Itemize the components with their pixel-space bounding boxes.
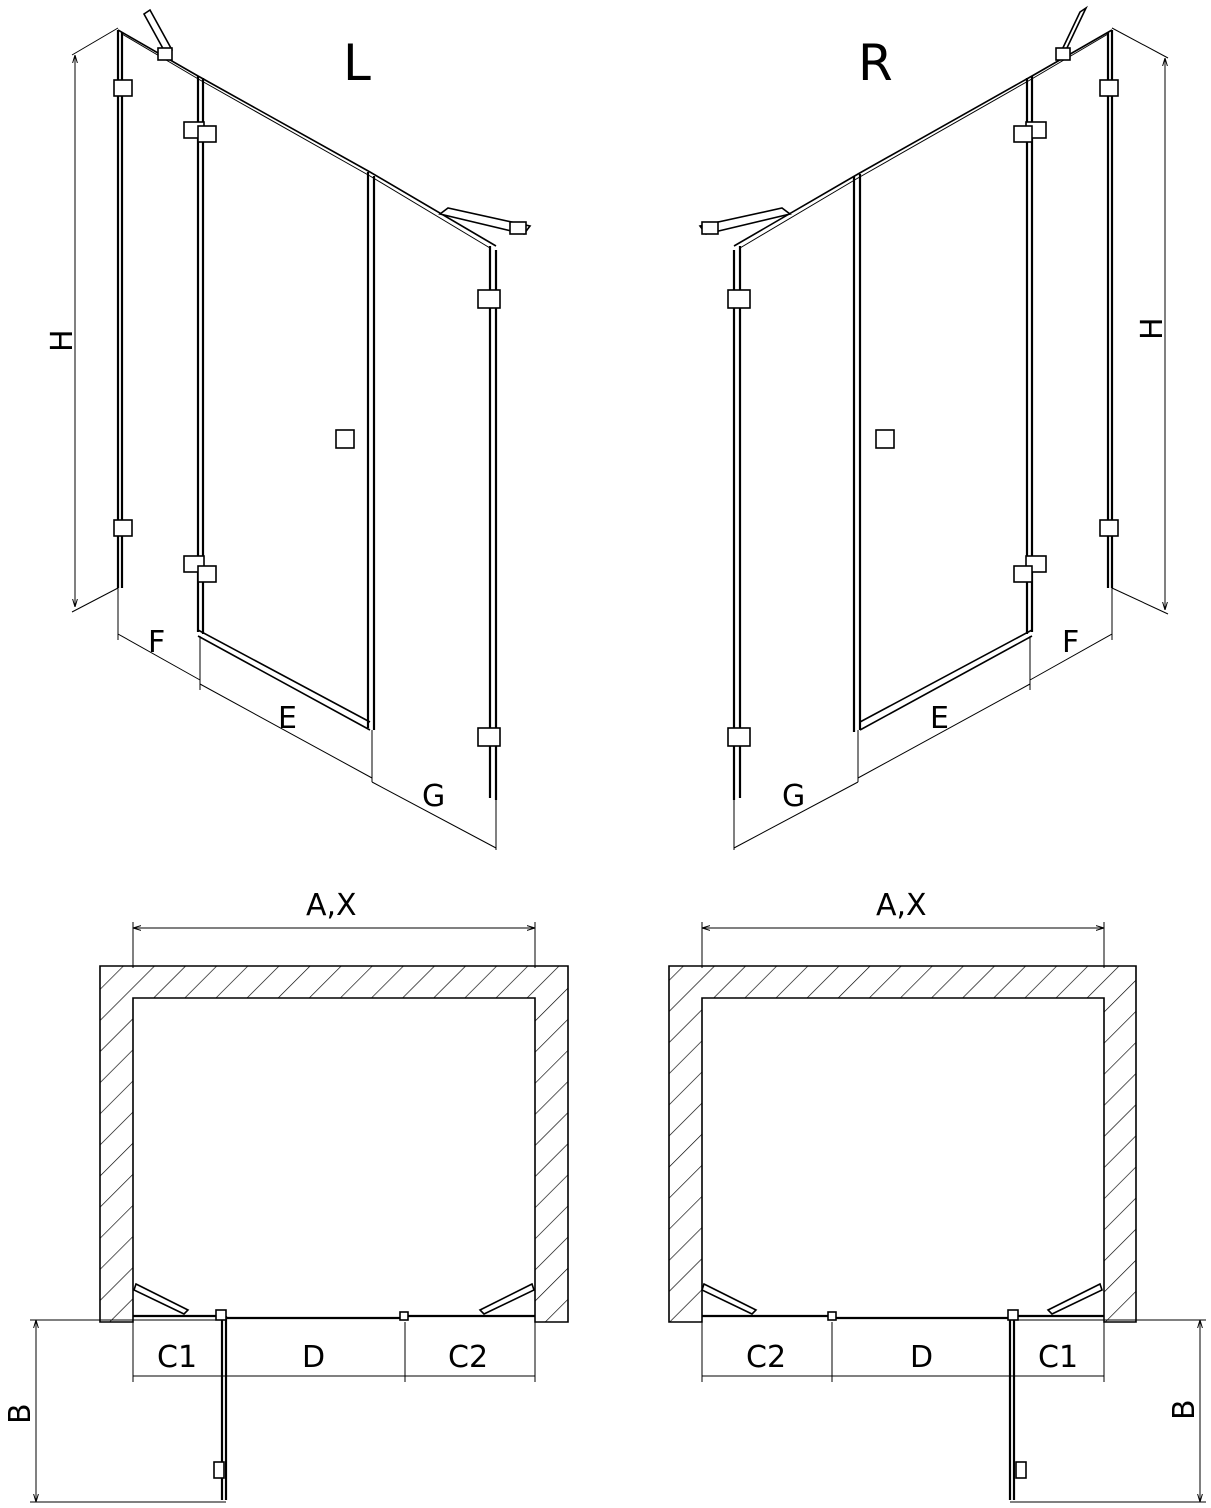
depth-label: B [1167, 1399, 1202, 1420]
stabilizer-clamp [1055, 47, 1071, 61]
panel-f-label: F [1062, 625, 1079, 660]
variant-label: L [343, 34, 371, 92]
stabilizer-bar [133, 1282, 190, 1315]
segment-label: C1 [1038, 1340, 1078, 1375]
wall-bracket [113, 519, 133, 537]
segment-label: C1 [157, 1340, 197, 1375]
height-label: H [1135, 317, 1170, 340]
height-label: H [45, 329, 80, 352]
stabilizer-clamp [509, 221, 527, 235]
side-panel-f [116, 30, 124, 588]
wall-bracket [727, 289, 751, 309]
door-handle [1015, 1461, 1027, 1479]
glass-line [133, 1314, 535, 1320]
width-label: A,X [306, 888, 357, 923]
stabilizer-bar [701, 1282, 758, 1315]
side-panel-f [1106, 30, 1114, 588]
wall-bracket [727, 727, 751, 747]
iso-view-left: L H F E G [45, 8, 532, 850]
side-panel-g [732, 246, 742, 800]
hinge [197, 125, 217, 143]
top-rail [733, 29, 1113, 247]
width-dimension-lines [117, 633, 497, 849]
side-panel-g [488, 246, 498, 800]
hinge [1013, 125, 1033, 143]
hinge [215, 1309, 227, 1321]
extension-lines [733, 588, 1113, 850]
panel-g-label: G [782, 779, 805, 814]
stabilizer-clamp [701, 221, 719, 235]
depth-label: B [3, 1403, 38, 1424]
panel-f-label: F [148, 625, 165, 660]
hinge [1007, 1309, 1019, 1321]
stabilizer-bar [478, 1282, 535, 1315]
plan-view-left: A,X B C1 D C2 [3, 888, 569, 1503]
segment-label: C2 [448, 1340, 488, 1375]
door-handle [213, 1461, 225, 1479]
iso-view-right: R H F E G [698, 5, 1170, 850]
panel-e-label: E [930, 701, 949, 736]
wall-hatched [668, 965, 1137, 1323]
door-handle [875, 429, 895, 449]
variant-label: R [858, 34, 893, 92]
door-handle [335, 429, 355, 449]
hinge [1013, 565, 1033, 583]
door-hinge-edge [1025, 76, 1034, 634]
wall-edge [1111, 27, 1169, 59]
wall-edge [71, 27, 119, 56]
wall-hatched [99, 965, 569, 1323]
extension-lines [117, 588, 497, 850]
wall-bracket [113, 79, 133, 97]
stabilizer-bar [438, 207, 532, 235]
top-rail-inner [739, 33, 1109, 249]
plan-view-right: A,X B C2 D C1 [668, 888, 1206, 1503]
wall-bracket [1099, 79, 1119, 97]
extension-lines [132, 1322, 536, 1382]
wall-edge [1111, 587, 1169, 615]
glass-line [702, 1314, 1104, 1320]
hinge [197, 565, 217, 583]
wall-bracket [477, 727, 501, 747]
stabilizer-bar [698, 207, 792, 235]
door-hinge-edge [196, 76, 205, 634]
panel-e-label: E [278, 701, 297, 736]
stabilizer-bar [1046, 1282, 1103, 1315]
width-label: A,X [876, 888, 927, 923]
bottom-seal [197, 629, 371, 731]
connector [827, 1311, 837, 1321]
door-closing-edge [852, 174, 862, 732]
segment-label: D [910, 1340, 933, 1375]
width-dimension-lines [733, 633, 1113, 849]
stabilizer-clamp [157, 47, 173, 61]
extension-lines [701, 1322, 1105, 1382]
top-rail-inner [121, 33, 491, 249]
door-open-panel [1008, 1316, 1016, 1500]
door-closing-edge [366, 172, 376, 730]
connector [399, 1311, 409, 1321]
wall-edge [71, 587, 119, 613]
wall-bracket [1099, 519, 1119, 537]
segment-label: D [302, 1340, 325, 1375]
wall-bracket [477, 289, 501, 309]
bottom-seal [859, 629, 1033, 731]
segment-label: C2 [746, 1340, 786, 1375]
panel-g-label: G [422, 779, 445, 814]
